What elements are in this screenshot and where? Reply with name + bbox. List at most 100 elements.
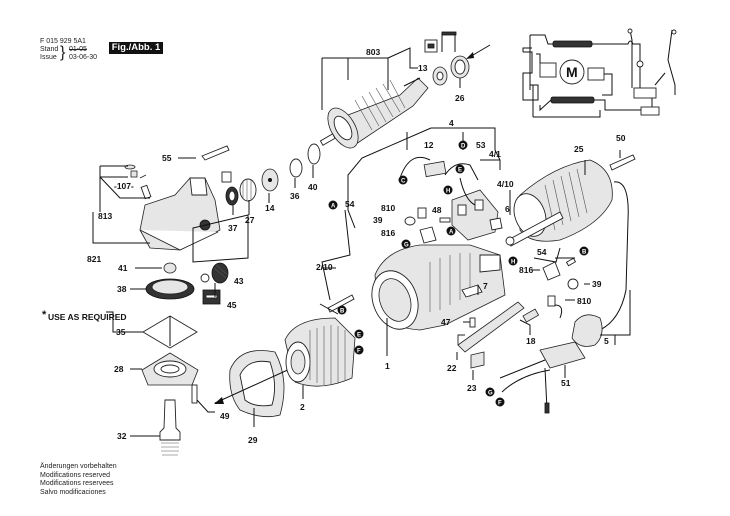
label-36: 36	[290, 191, 300, 201]
label-32: 32	[117, 431, 127, 441]
label-25: 25	[574, 144, 584, 154]
svg-text:H: H	[511, 260, 515, 266]
label-2: 2	[300, 402, 305, 412]
label-2-10: 2/10	[316, 262, 333, 272]
clip-7	[461, 284, 483, 298]
screw-48	[439, 217, 451, 223]
label-43: 43	[234, 276, 244, 286]
label-38: 38	[117, 284, 127, 294]
label-13: 13	[418, 63, 428, 73]
label-816-right: 816	[519, 265, 533, 275]
label-6: 6	[505, 204, 510, 214]
bearing-icon-top	[441, 31, 457, 36]
label-55: 55	[162, 153, 172, 163]
label-22: 22	[447, 363, 457, 373]
brush-plate-4	[399, 156, 503, 244]
svg-text:A: A	[449, 230, 454, 236]
cap-4-10	[489, 217, 503, 231]
spring-18	[522, 308, 540, 323]
issue-label: Issue	[40, 54, 57, 61]
bevel-gears	[145, 262, 229, 305]
label-4-10: 4/10	[497, 179, 514, 189]
handle-housing-25	[505, 154, 636, 347]
brace: }	[60, 44, 66, 61]
connector-markers: A A B B C D E E F F G G H H	[328, 140, 589, 407]
bearing-13-bore	[436, 71, 444, 81]
svg-text:G: G	[404, 243, 409, 249]
bushing-41	[163, 262, 177, 274]
footer-line-es: Salvo modificaciones	[40, 488, 106, 496]
label-18: 18	[526, 336, 536, 346]
label-27: 27	[245, 215, 255, 225]
armature-803	[319, 77, 429, 149]
switch-parts	[457, 284, 586, 414]
screw-55	[201, 145, 230, 161]
right-brush-parts	[533, 247, 579, 319]
figure-label: Fig./Abb. 1	[109, 42, 163, 54]
label-810-right: 810	[577, 296, 591, 306]
label-35: 35	[116, 327, 126, 337]
issue-date: 03-06-30	[69, 54, 98, 61]
label-23: 23	[467, 383, 477, 393]
holder-816-right	[542, 261, 561, 281]
switch-base	[640, 106, 660, 116]
terminal-2-10	[327, 294, 355, 313]
stand-label: Stand	[40, 46, 59, 53]
label-813: 813	[98, 211, 112, 221]
connector-f-switch: F	[495, 397, 505, 407]
label-40: 40	[308, 182, 318, 192]
label-54-left: 54	[345, 199, 355, 209]
terminal-2	[671, 29, 677, 35]
connector-a-right: A	[446, 226, 456, 236]
svg-text:F: F	[357, 349, 361, 355]
spindle-32	[159, 399, 181, 441]
needle-bearing-27	[239, 178, 257, 202]
label-45: 45	[227, 300, 237, 310]
screw-49	[191, 384, 198, 404]
label-4-1: 4/1	[489, 149, 501, 159]
label-803: 803	[366, 47, 380, 57]
note-asterisk: *	[42, 309, 47, 321]
connector-e-top: E	[455, 164, 465, 174]
screw-50	[609, 154, 636, 171]
label-1: 1	[385, 361, 390, 371]
ring-26-bore	[454, 59, 466, 75]
label-54-right: 54	[537, 247, 547, 257]
label-12: 12	[424, 140, 434, 150]
brush-holder-left	[539, 62, 557, 78]
wiring-schematic: M	[522, 28, 677, 118]
field-coil-bottom	[550, 96, 595, 104]
flange-assembly	[141, 315, 199, 456]
bearing-icons	[424, 31, 491, 86]
label-821: 821	[87, 254, 101, 264]
use-as-required: USE AS REQUIRED	[48, 312, 127, 322]
connector-d: D	[458, 140, 468, 150]
svg-text:B: B	[582, 250, 587, 256]
nut-45	[200, 273, 210, 283]
connector-b-stator: B	[337, 305, 347, 315]
switch-contact	[636, 60, 644, 68]
field-coil-top	[552, 40, 593, 48]
label-816-left: 816	[381, 228, 395, 238]
motor-housing-1	[371, 244, 506, 331]
connector-g-left: G	[401, 239, 411, 249]
label-49: 49	[220, 411, 230, 421]
connector-h-top: H	[443, 185, 453, 195]
brush-810-left	[417, 207, 427, 219]
modifications-notice: Änderungen vorbehalten Modifications res…	[40, 463, 117, 497]
label-7: 7	[483, 281, 488, 291]
switch-block	[633, 87, 657, 99]
air-guide-29	[214, 350, 293, 418]
label-26: 26	[455, 93, 465, 103]
sleeve-27-icon	[221, 171, 232, 183]
label-14: 14	[265, 203, 275, 213]
motor-symbol	[559, 59, 585, 85]
label-39-left: 39	[373, 215, 383, 225]
gear-head-housing	[124, 164, 221, 274]
label-47: 47	[441, 317, 451, 327]
svg-text:E: E	[357, 333, 361, 339]
bearing-icon-core	[427, 43, 435, 49]
brush-810-right	[547, 295, 556, 307]
connector-f-stator: F	[354, 345, 364, 355]
